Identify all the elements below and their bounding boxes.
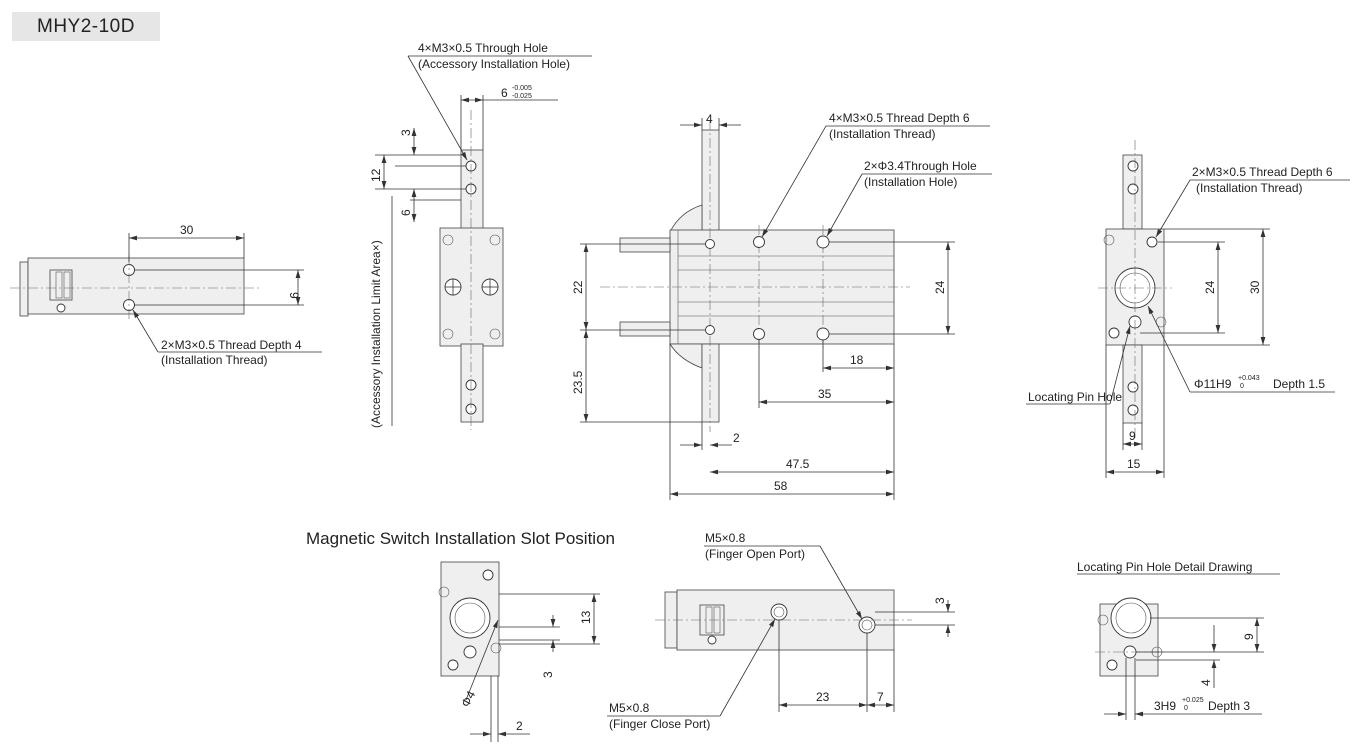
dim-detail-9: 9 [1242, 633, 1256, 640]
detail-tol-depth: Depth 3 [1208, 699, 1250, 713]
dim-right-30: 30 [1248, 280, 1262, 294]
detail-tol-lower: 0 [1184, 705, 1188, 712]
port-open-label: (Finger Open Port) [705, 547, 805, 561]
detail-tol-upper: +0.025 [1182, 697, 1204, 704]
port-close-label: (Finger Close Port) [609, 717, 710, 731]
note-thread-depth-4: 2×M3×0.5 Thread Depth 4 [161, 338, 302, 352]
note-thread-depth-6: 4×M3×0.5 Thread Depth 6 [829, 111, 970, 125]
dim-47-5: 47.5 [786, 457, 810, 471]
dim-3: 3 [399, 129, 413, 136]
note-through-hole-3-4: 2×Φ3.4Through Hole [864, 159, 977, 173]
right-view: 24 30 9 15 2×M3×0.5 Thread Depth 6 (Inst… [1026, 140, 1350, 478]
magnetic-title: Magnetic Switch Installation Slot Positi… [306, 529, 615, 548]
dim-phi4: Φ4 [458, 688, 478, 709]
phi-depth: Depth 1.5 [1273, 377, 1325, 391]
dim-30: 30 [180, 223, 194, 237]
dim-9: 9 [287, 292, 301, 299]
phi-lower: 0 [1240, 383, 1244, 390]
tol-lower: -0.025 [512, 93, 532, 100]
dim-22: 22 [571, 280, 585, 294]
locating-detail-view: Locating Pin Hole Detail Drawing 9 4 3H9… [1077, 560, 1280, 720]
finger-view: 3 12 6 (Accessory Installation Limit Are… [369, 41, 592, 430]
tol-upper: -0.005 [512, 85, 532, 92]
port-open-thread: M5×0.8 [705, 531, 746, 545]
dim-right-24: 24 [1203, 280, 1217, 294]
dim-right-9: 9 [1129, 429, 1136, 443]
ports-view: 3 23 7 M5×0.8 (Finger Open Port) M5×0.8 … [607, 531, 955, 731]
locating-pin-hole-label: Locating Pin Hole [1028, 390, 1122, 404]
dim-58: 58 [774, 479, 788, 493]
dim-23-5: 23.5 [571, 370, 585, 394]
dim-23: 23 [816, 690, 830, 704]
dim-6: 6 [399, 209, 413, 216]
note-installation-hole: (Installation Hole) [864, 175, 957, 189]
dim-port-3: 3 [933, 597, 947, 604]
tol-base-6: 6 [501, 86, 508, 100]
side-view-left: 30 9 2×M3×0.5 Thread Depth 4 (Installati… [10, 223, 322, 367]
dim-4: 4 [706, 112, 713, 126]
phi-upper: +0.043 [1238, 375, 1260, 382]
model-title: MHY2-10D [37, 15, 135, 37]
detail-tol-3h9: 3H9 [1154, 699, 1176, 713]
note-right-thread-depth-6: 2×M3×0.5 Thread Depth 6 [1192, 165, 1333, 179]
phi-11h9: Φ11H9 [1194, 377, 1232, 391]
accessory-limit-label: (Accessory Installation Limit Area×) [369, 240, 383, 428]
dim-right-15: 15 [1127, 457, 1141, 471]
note-front-installation-thread: (Installation Thread) [829, 127, 936, 141]
front-view: 4 22 23.5 24 18 35 2 47.5 58 4×M3×0.5 Th… [571, 111, 992, 500]
title-badge: MHY2-10D [12, 12, 160, 41]
dim-35: 35 [818, 387, 832, 401]
dim-detail-4: 4 [1199, 679, 1213, 686]
port-close-thread: M5×0.8 [609, 701, 650, 715]
dim-mag-2: 2 [516, 719, 523, 733]
magnetic-switch-view: Magnetic Switch Installation Slot Positi… [306, 529, 615, 742]
dim-mag-3: 3 [541, 671, 555, 678]
detail-title: Locating Pin Hole Detail Drawing [1077, 560, 1252, 574]
dim-18: 18 [850, 353, 864, 367]
note-accessory-hole: (Accessory Installation Hole) [418, 57, 570, 71]
note-installation-thread: (Installation Thread) [161, 353, 268, 367]
dim-2: 2 [733, 431, 740, 445]
dim-13: 13 [579, 610, 593, 624]
note-right-installation-thread: (Installation Thread) [1196, 181, 1303, 195]
note-through-hole: 4×M3×0.5 Through Hole [418, 41, 548, 55]
dim-12: 12 [369, 168, 383, 182]
dim-24: 24 [933, 280, 947, 294]
dim-7: 7 [877, 690, 884, 704]
